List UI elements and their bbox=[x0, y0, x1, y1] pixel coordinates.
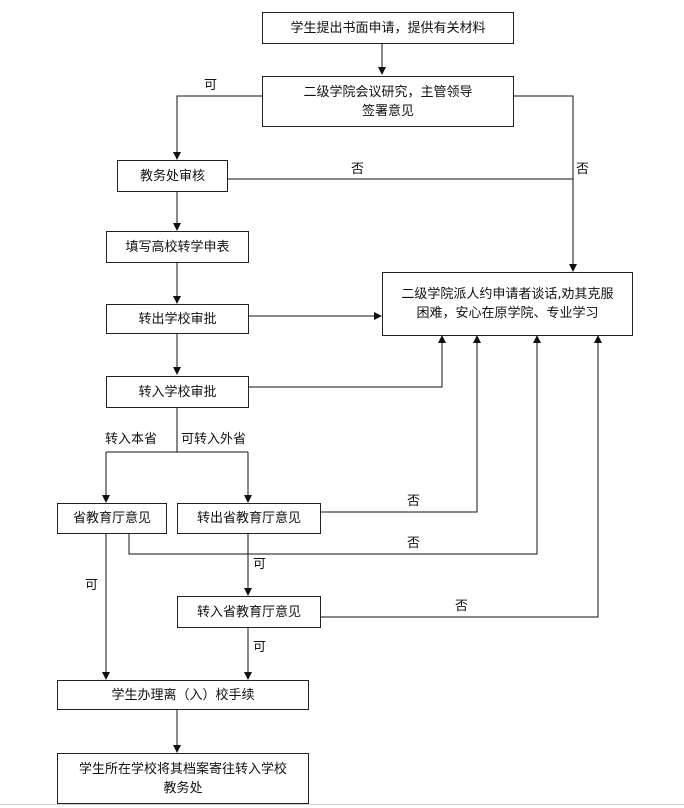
node-archive-line1: 学生所在学校将其档案寄往转入学校 bbox=[78, 761, 287, 777]
node-college-review: 二级学院会议研究，主管领导 签署意见 bbox=[262, 76, 514, 127]
arrow-in-to-persuade bbox=[249, 335, 446, 388]
node-college-review-line1: 二级学院会议研究，主管领导 bbox=[303, 84, 473, 100]
node-province-opinion: 省教育厅意见 bbox=[57, 503, 167, 534]
node-college-review-line2: 签署意见 bbox=[361, 103, 414, 119]
node-province-opinion-text: 省教育厅意见 bbox=[72, 511, 151, 526]
node-archive-line2: 教务处 bbox=[163, 780, 203, 796]
node-fill-form: 填写高校转学申表 bbox=[106, 231, 249, 263]
arrow-college-to-persuade bbox=[514, 95, 577, 272]
node-persuade: 二级学院派人约申请者谈话,劝其克服 困难，安心在原学院、专业学习 bbox=[382, 272, 633, 336]
bottom-divider bbox=[0, 804, 684, 805]
node-in-approval: 转入学校审批 bbox=[106, 376, 249, 408]
node-procedure: 学生办理离（入）校手续 bbox=[57, 680, 309, 710]
label-yes-out-province: 可 bbox=[253, 557, 267, 572]
arrow-college-to-academic bbox=[173, 95, 262, 160]
node-apply-text: 学生提出书面申请，提供有关材料 bbox=[290, 20, 486, 36]
node-academic-affairs-text: 教务处审核 bbox=[139, 168, 205, 184]
node-persuade-line1: 二级学院派人约申请者谈话,劝其克服 bbox=[401, 287, 614, 302]
arrow-inprov-to-persuade bbox=[321, 335, 602, 618]
node-persuade-line2: 困难，安心在原学院、专业学习 bbox=[416, 306, 599, 321]
node-in-approval-text: 转入学校审批 bbox=[138, 384, 217, 400]
node-fill-form-text: 填写高校转学申表 bbox=[125, 239, 230, 255]
label-no-academic: 否 bbox=[351, 162, 365, 177]
node-archive: 学生所在学校将其档案寄往转入学校 教务处 bbox=[57, 753, 309, 804]
label-no-province: 否 bbox=[407, 536, 421, 551]
label-in-province: 转入本省 bbox=[105, 432, 158, 447]
node-in-province-opinion-text: 转入省教育厅意见 bbox=[196, 604, 301, 620]
node-out-province-opinion-text: 转出省教育厅意见 bbox=[196, 511, 301, 526]
arrow-outprov-to-persuade bbox=[321, 335, 481, 513]
node-out-approval: 转出学校审批 bbox=[106, 304, 249, 334]
node-academic-affairs: 教务处审核 bbox=[117, 160, 228, 192]
node-out-approval-text: 转出学校审批 bbox=[138, 311, 217, 327]
label-yes-in-province: 可 bbox=[253, 640, 267, 655]
node-apply: 学生提出书面申请，提供有关材料 bbox=[262, 12, 514, 44]
label-no-in-province: 否 bbox=[455, 599, 469, 614]
label-no-out-province: 否 bbox=[407, 494, 421, 509]
node-out-province-opinion: 转出省教育厅意见 bbox=[177, 503, 321, 534]
node-in-province-opinion: 转入省教育厅意见 bbox=[177, 596, 321, 628]
arrow-prov-to-persuade bbox=[128, 335, 541, 555]
label-yes-province: 可 bbox=[85, 578, 99, 593]
label-out-province: 可转入外省 bbox=[181, 432, 247, 447]
node-procedure-text: 学生办理离（入）校手续 bbox=[111, 687, 255, 703]
label-yes-top: 可 bbox=[204, 78, 218, 93]
label-no-college: 否 bbox=[576, 162, 590, 177]
